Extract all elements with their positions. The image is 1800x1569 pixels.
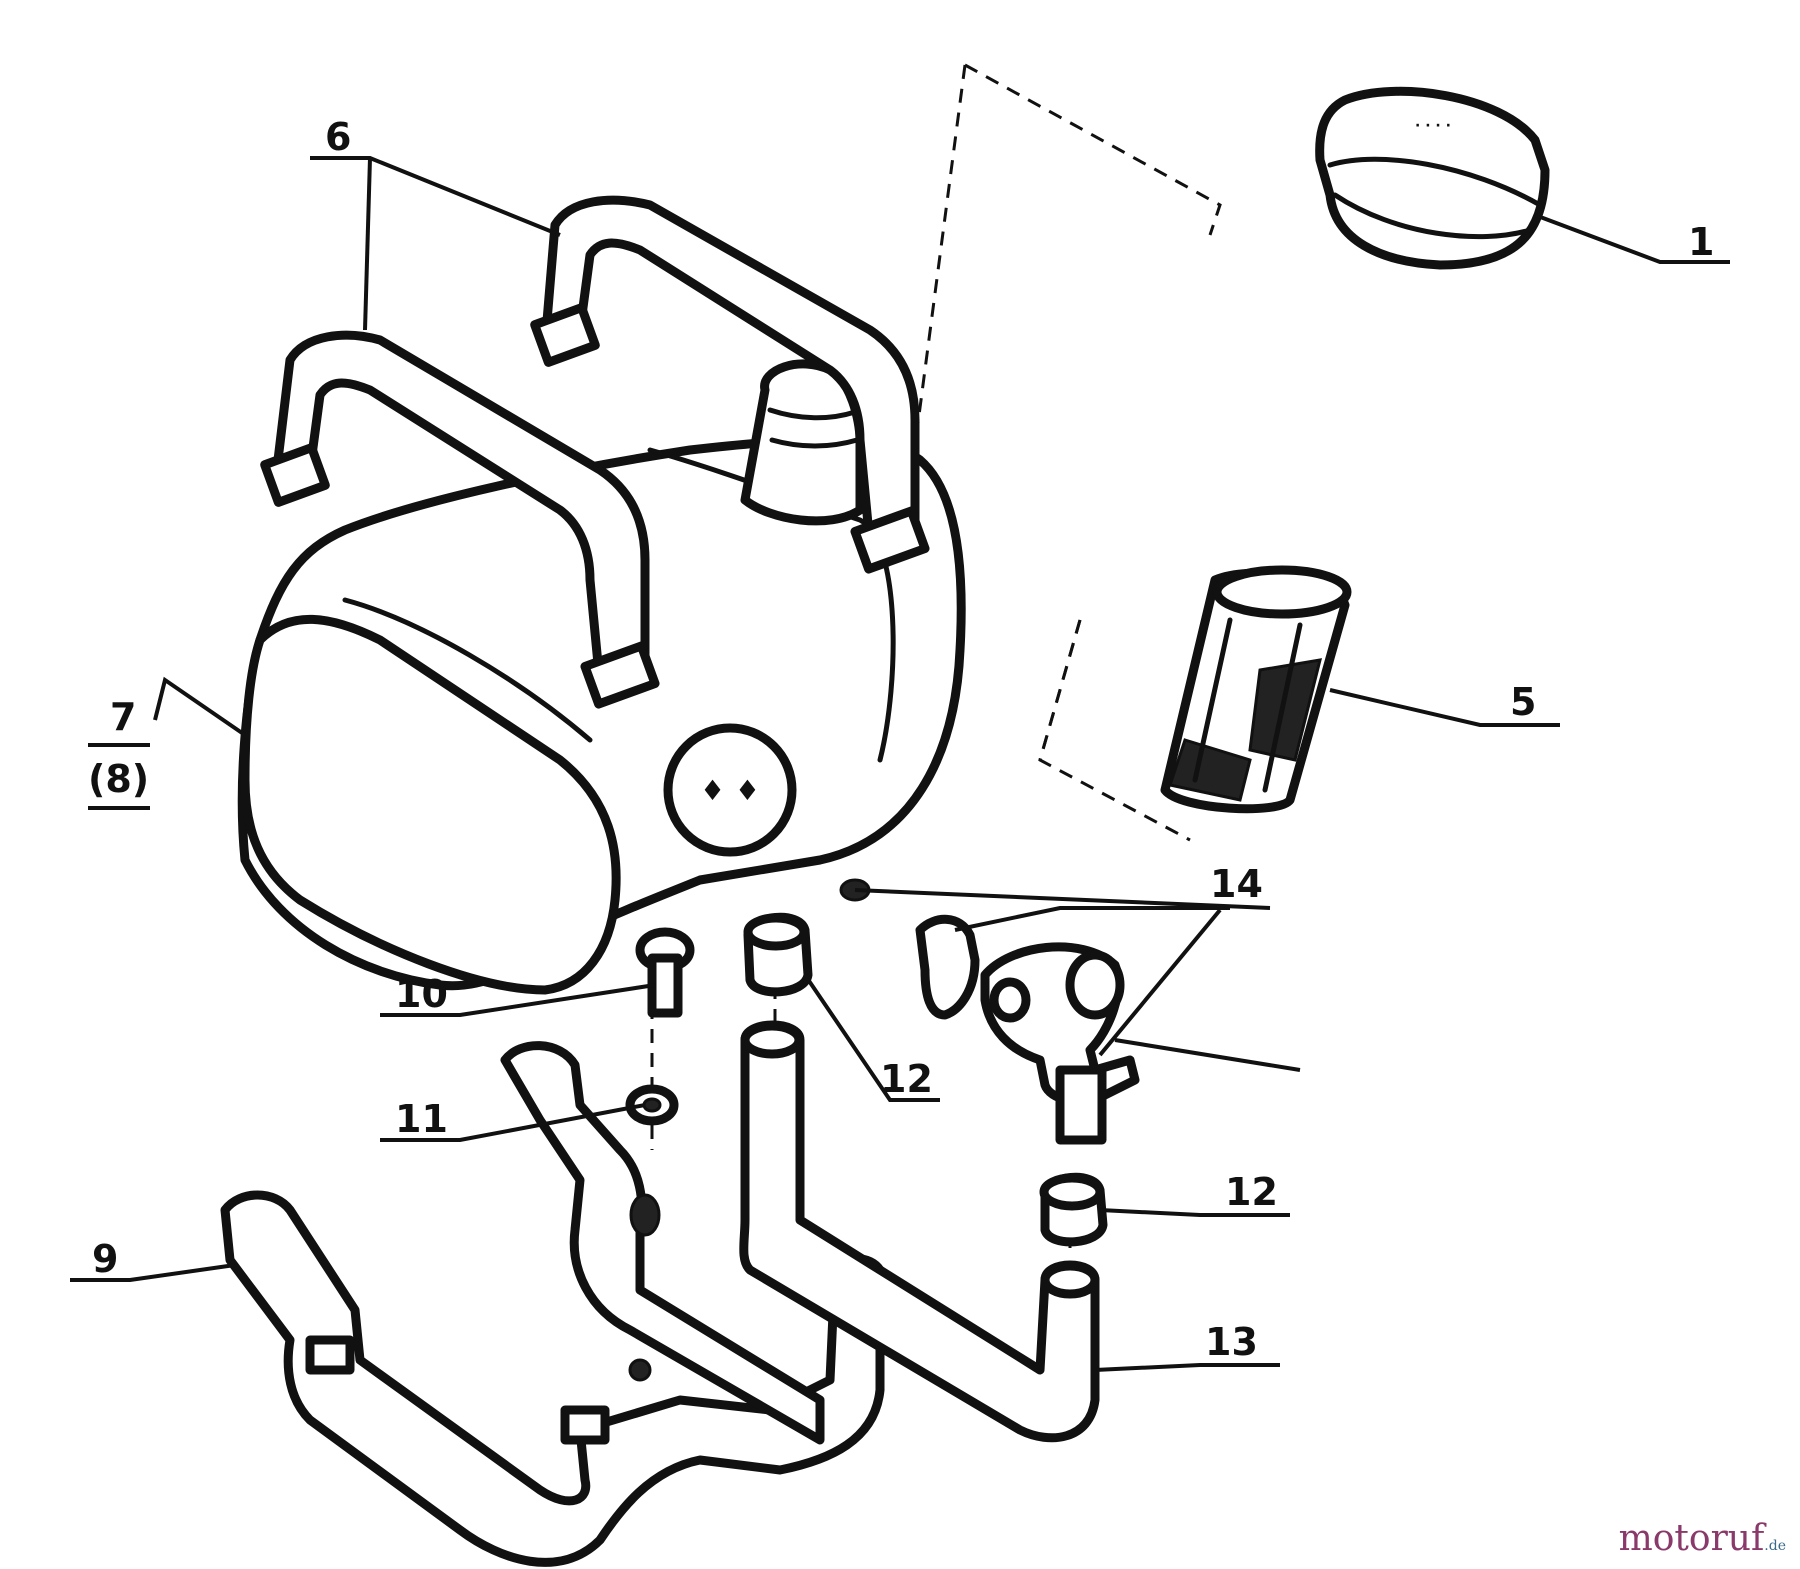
svg-text:· · · ·: · · · · bbox=[1415, 118, 1451, 134]
callout-13: 13 bbox=[1205, 1320, 1258, 1364]
callout-12-lower: 12 bbox=[1225, 1170, 1278, 1214]
fuel-valve-part bbox=[839, 878, 1140, 1145]
bolt-washer-parts bbox=[625, 927, 695, 1126]
callout-11: 11 bbox=[395, 1097, 448, 1141]
tank-mounting-bracket-part bbox=[220, 1041, 885, 1567]
callout-1: 1 bbox=[1688, 220, 1714, 264]
fuel-line-part bbox=[739, 1020, 1100, 1443]
callout-6: 6 bbox=[325, 115, 351, 159]
hose-clamps-part bbox=[743, 912, 1108, 1247]
callout-5: 5 bbox=[1510, 680, 1536, 724]
watermark-tld: .de bbox=[1764, 1538, 1786, 1554]
watermark-brand: motoruf bbox=[1618, 1518, 1765, 1559]
callout-9: 9 bbox=[92, 1237, 118, 1281]
callout-8: (8) bbox=[88, 757, 149, 801]
callout-14: 14 bbox=[1210, 862, 1263, 906]
callout-12-upper: 12 bbox=[880, 1057, 933, 1101]
callout-7: 7 bbox=[110, 695, 136, 739]
fuel-cap-part: · · · · bbox=[1315, 86, 1550, 270]
callout-labels: 1 5 6 7 (8) 9 10 11 12 12 13 14 bbox=[88, 115, 1714, 1364]
fuel-filter-screen-part bbox=[1160, 565, 1352, 814]
watermark-logo: motoruf.de bbox=[1619, 1518, 1786, 1559]
svg-text:♦ ♦: ♦ ♦ bbox=[700, 774, 760, 807]
callout-10: 10 bbox=[395, 972, 448, 1016]
leader-lines bbox=[70, 156, 1730, 1372]
tank-straps-part bbox=[260, 195, 930, 709]
